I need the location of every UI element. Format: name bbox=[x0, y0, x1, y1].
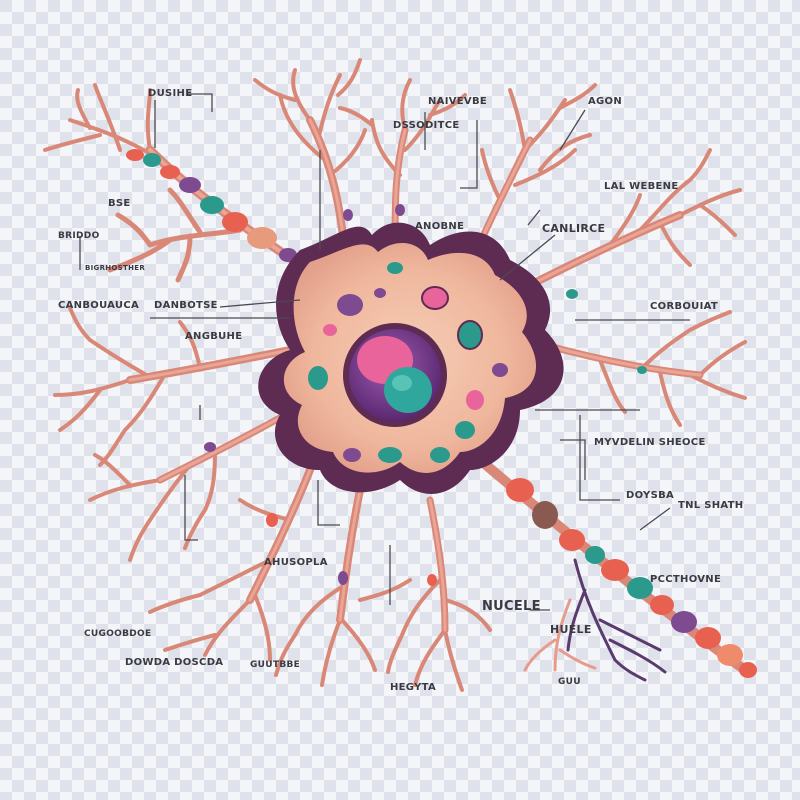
label-hegyta: HEGYTA bbox=[390, 682, 436, 693]
process-beads bbox=[204, 204, 647, 586]
leader-lines bbox=[79, 93, 690, 611]
label-lal-webene: LAL WEBENE bbox=[604, 181, 678, 192]
label-guu: GUU bbox=[558, 677, 581, 687]
label-anobne: ANOBNE bbox=[415, 221, 464, 232]
label-angbuhe: ANGBUHE bbox=[185, 331, 242, 342]
label-ahusopla: AHUSOPLA bbox=[264, 557, 328, 568]
labels: DUSIHE NAIVEVBE DSSODITCE AGON BSE BRIDD… bbox=[58, 88, 743, 693]
label-briddo: BRIDDO bbox=[58, 231, 100, 241]
label-naivevbe: NAIVEVBE bbox=[428, 96, 487, 107]
lower-myelin-segments bbox=[476, 456, 757, 678]
label-myvdelin-sheoce: MYVDELIN SHEOCE bbox=[594, 437, 706, 448]
upper-myelin-segments bbox=[126, 149, 297, 262]
label-dusihe: DUSIHE bbox=[148, 88, 192, 99]
label-guutbbe: GUUTBBE bbox=[250, 660, 300, 670]
label-danbotse: DANBOTSE bbox=[154, 300, 218, 311]
label-bse: BSE bbox=[108, 198, 131, 209]
label-corbouiat: CORBOUIAT bbox=[650, 301, 718, 312]
label-bigrhosther: BIGRHOSTHER bbox=[85, 264, 145, 272]
label-huele: HUELE bbox=[550, 623, 592, 636]
label-tnl-shath: TNL SHATH bbox=[678, 500, 743, 511]
label-dowda-doscda: DOWDA DOSCDA bbox=[125, 657, 223, 668]
label-canbouauca: CANBOUAUCA bbox=[58, 300, 139, 311]
label-pccthovne: PCCTHOVNE bbox=[650, 574, 721, 585]
label-cugoobdoe: CUGOOBDOE bbox=[84, 629, 151, 639]
label-agon: AGON bbox=[588, 96, 622, 107]
label-nucele: NUCELE bbox=[482, 599, 541, 614]
cell-body bbox=[258, 222, 564, 494]
label-dssoditce: DSSODITCE bbox=[393, 120, 459, 131]
label-canlirce: CANLIRCE bbox=[542, 222, 605, 235]
label-doysba: DOYSBA bbox=[626, 490, 674, 501]
